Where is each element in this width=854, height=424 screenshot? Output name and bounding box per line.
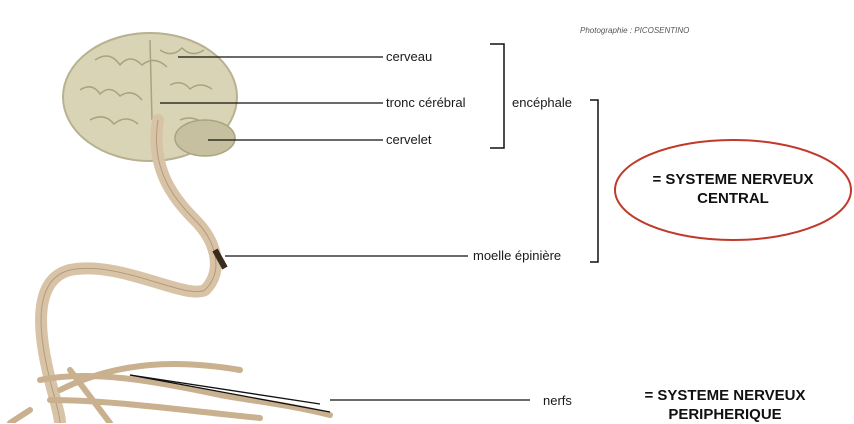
central-system-line1: = SYSTEME NERVEUX [618, 170, 848, 189]
peripheral-system-line2: PERIPHERIQUE [605, 405, 845, 424]
peripheral-system-line1: = SYSTEME NERVEUX [605, 386, 845, 405]
photo-credit: Photographie : PICOSENTINO [580, 26, 689, 35]
label-moelle-epiniere: moelle épinière [473, 248, 561, 263]
peripheral-system-title: = SYSTEME NERVEUX PERIPHERIQUE [605, 386, 845, 424]
bracket-encephale [490, 44, 504, 148]
cerebellum-illustration [175, 120, 235, 156]
label-nerfs: nerfs [543, 393, 572, 408]
central-system-title: = SYSTEME NERVEUX CENTRAL [618, 170, 848, 208]
label-cerveau: cerveau [386, 49, 432, 64]
label-encephale: encéphale [512, 95, 572, 110]
bracket-central [590, 100, 598, 262]
label-cervelet: cervelet [386, 132, 432, 147]
label-tronc-cerebral: tronc cérébral [386, 95, 465, 110]
central-system-line2: CENTRAL [618, 189, 848, 208]
